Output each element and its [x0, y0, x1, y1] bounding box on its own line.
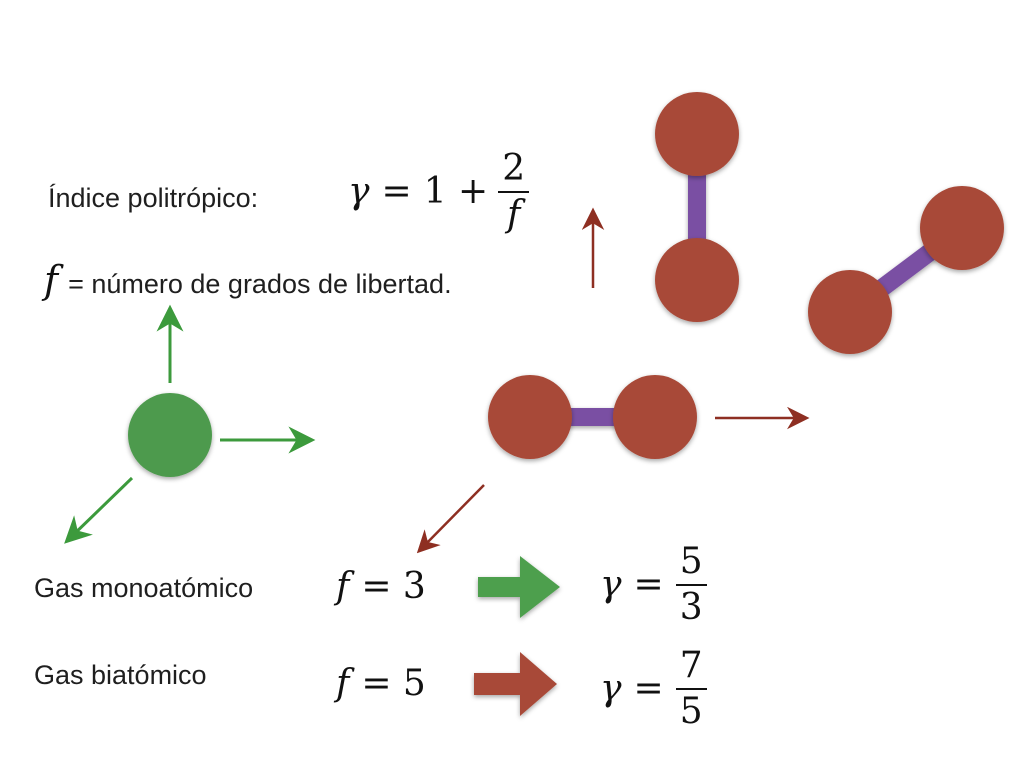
fraction-denominator: 5 [679, 690, 703, 732]
translation-arrow-diagonal [64, 476, 134, 544]
bond-horizontal [560, 408, 630, 426]
atom-upper-right [920, 186, 1004, 270]
f-symbol: f [336, 663, 350, 704]
f-definition-line: f = número de grados de libertad. [44, 258, 452, 302]
fraction-2-over-f: 2 f [498, 148, 530, 235]
monoatomic-molecule [64, 304, 316, 544]
f-equals-3: = 3 [361, 566, 426, 607]
bond-vertical [688, 162, 706, 248]
equals-sign: = [633, 564, 664, 606]
monoatomic-f-value: f = 3 [336, 566, 426, 607]
atom-bottom [655, 238, 739, 322]
equals-sign: = [381, 171, 412, 213]
one-plus: 1 + [423, 171, 489, 213]
fraction-7-over-5: 7 5 [675, 645, 707, 732]
diatomic-gas-label: Gas biatómico [34, 660, 207, 690]
diatomic-f-value: f = 5 [336, 663, 426, 704]
equals-sign: = [633, 668, 664, 710]
f-symbol: f [336, 566, 350, 607]
polytropic-index-label: Índice politrópico: [48, 183, 259, 213]
atom-lower-left [808, 270, 892, 354]
gamma-symbol: γ [600, 564, 622, 606]
diatomic-result-arrow [474, 652, 557, 716]
fraction-bar [675, 687, 707, 690]
diatomic-molecule-horizontal [488, 375, 697, 459]
diatomic-gamma: γ = 7 5 [600, 647, 707, 731]
monoatomic-gamma: γ = 5 3 [600, 543, 707, 627]
fraction-numerator: 7 [679, 645, 703, 686]
atom-top [655, 92, 739, 176]
atom-right [613, 375, 697, 459]
fraction-numerator: 5 [679, 541, 703, 582]
diatomic-arrow-diagonal [416, 484, 485, 554]
f-symbol: f [44, 258, 59, 302]
monoatomic-result-arrow [478, 556, 560, 618]
fraction-5-over-3: 5 3 [675, 541, 707, 628]
diatomic-molecule-vertical [655, 92, 739, 322]
fraction-denominator: f [506, 193, 521, 235]
gamma-symbol: γ [348, 171, 370, 213]
fraction-denominator: 3 [679, 586, 703, 628]
fraction-bar [498, 190, 530, 193]
monoatomic-gas-label: Gas monoatómico [34, 573, 254, 603]
f-definition-text: = número de grados de libertad. [68, 269, 452, 299]
f-equals-5: = 5 [361, 663, 426, 704]
fraction-bar [675, 583, 707, 586]
fraction-numerator: 2 [502, 148, 526, 189]
atom-left [488, 375, 572, 459]
diatomic-molecule-tilted [808, 186, 1004, 354]
gamma-formula: γ = 1 + 2 f [348, 148, 530, 235]
gamma-symbol: γ [600, 668, 622, 710]
monoatomic-atom [128, 393, 212, 477]
